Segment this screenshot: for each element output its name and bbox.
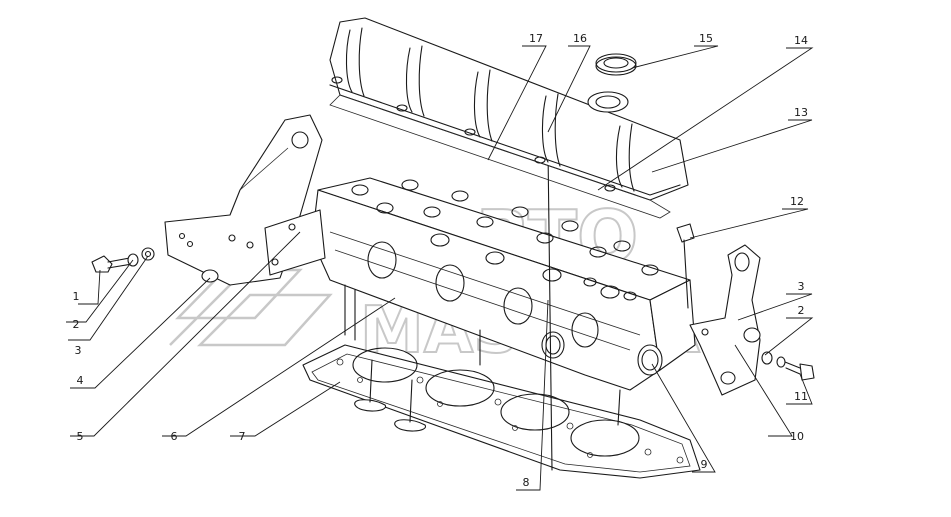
callout-6: 6 [171,430,178,443]
cylinder-head-gasket [302,344,701,479]
callout-16: 16 [573,32,587,45]
callout-2: 2 [73,318,80,331]
gasket-plate [264,209,326,276]
callout-9: 9 [701,458,708,471]
callout-2-right: 2 [798,304,805,317]
oil-filler-cap [595,53,637,76]
callout-7: 7 [239,430,246,443]
watermark-logo [169,268,333,347]
callout-17: 17 [529,32,543,45]
plate-hole [271,258,279,266]
valves [354,359,426,432]
callout-3: 3 [75,344,82,357]
callout-10: 10 [790,430,804,443]
callout-5: 5 [77,430,84,443]
valve-cover [329,17,689,219]
leader-lines [66,45,814,491]
lifting-bracket-right [689,244,761,396]
callout-labels: 1 2 3 4 5 6 7 8 9 10 11 12 13 14 15 16 1… [73,32,809,489]
callout-3-right: 3 [798,280,805,293]
callout-13: 13 [794,106,808,119]
callout-15: 15 [699,32,713,45]
bolt-12-shank [683,239,689,309]
callout-8: 8 [523,476,530,489]
plate-hole [288,223,296,231]
bolt-12 [676,223,695,243]
callout-14: 14 [794,34,808,47]
callout-11: 11 [794,390,808,403]
right-fasteners [761,351,815,381]
callout-1: 1 [73,290,80,303]
callout-12: 12 [790,195,804,208]
callout-4: 4 [77,374,84,387]
cylinder-head [311,134,696,471]
